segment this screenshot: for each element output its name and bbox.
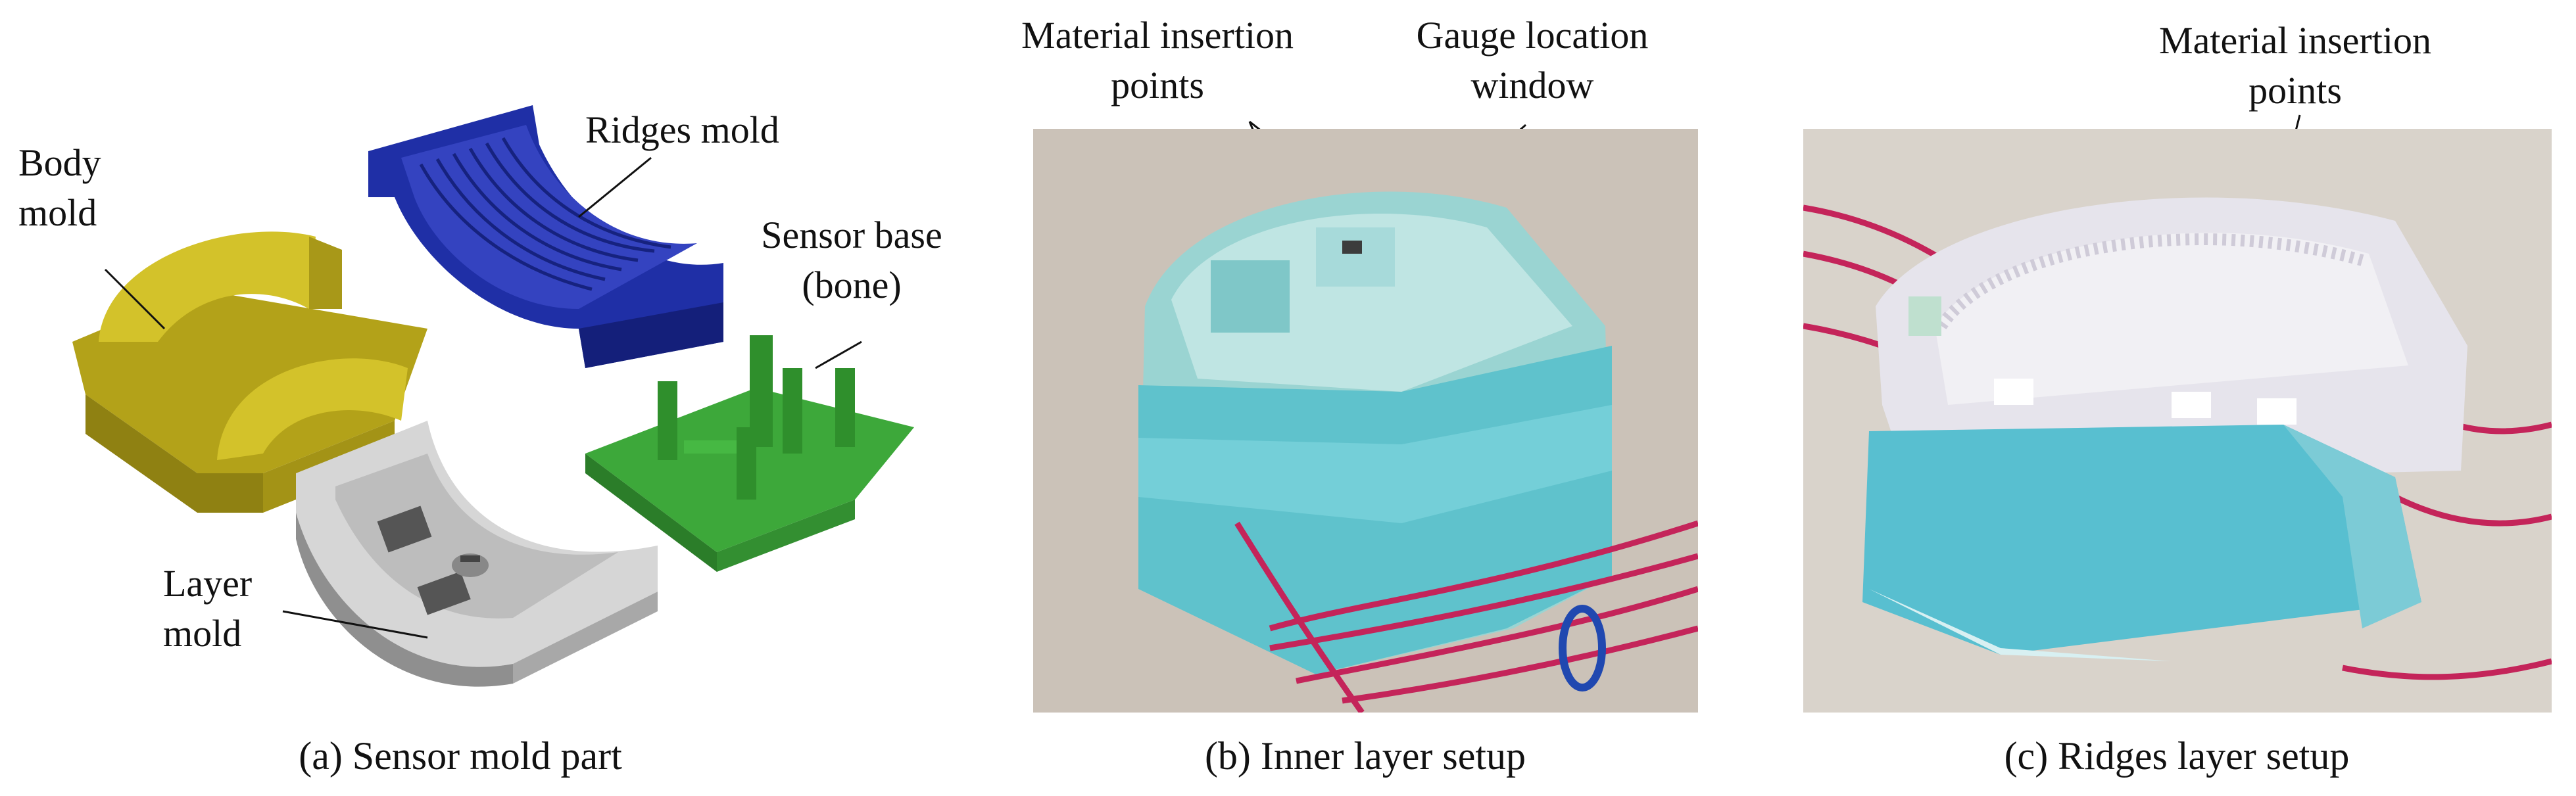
- inner-insertion-points-label: Material insertion points: [1021, 14, 1294, 106]
- layer-mold-label: Layer mold: [163, 562, 253, 655]
- sensor-base-part: [585, 335, 914, 572]
- caption-b: (b) Inner layer setup: [1204, 734, 1526, 778]
- inner-layer-photo: [1033, 129, 1699, 714]
- body-mold-label: Body mold: [18, 141, 101, 234]
- ridges-layer-photo: [1803, 129, 2553, 713]
- layer-mold-part: [296, 421, 658, 687]
- gauge-location-window-label: Gauge location window: [1416, 14, 1649, 106]
- sensor-base-label: Sensor base (bone): [761, 214, 942, 306]
- panel-a-leader-lines: [104, 156, 862, 639]
- caption-a: (a) Sensor mold part: [299, 734, 622, 778]
- ridges-mold-label: Ridges mold: [585, 108, 779, 151]
- ridges-mold-part: [368, 105, 723, 368]
- ridges-insertion-points-label: Material insertion points: [2159, 19, 2431, 112]
- caption-c: (c) Ridges layer setup: [2004, 734, 2350, 778]
